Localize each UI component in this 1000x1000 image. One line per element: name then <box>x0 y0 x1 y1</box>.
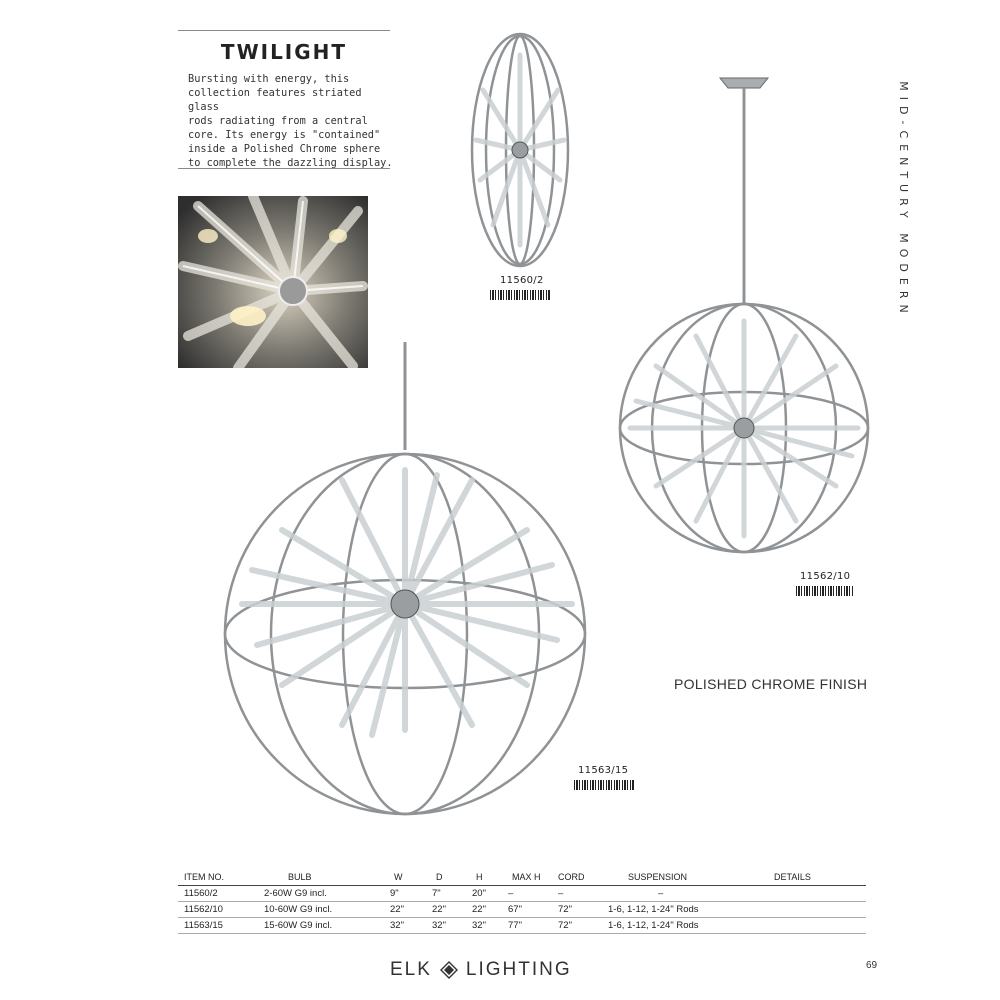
brand-logo: ELK LIGHTING <box>390 958 630 982</box>
table-cell: 9" <box>390 888 399 899</box>
barcode-icon <box>796 586 854 596</box>
table-cell: 72" <box>558 904 572 915</box>
barcode-icon <box>574 780 634 790</box>
collection-title: TWILIGHT <box>220 40 348 64</box>
sphere-chandelier-illustration <box>618 77 870 554</box>
table-cell: 77" <box>508 920 522 931</box>
top-rule <box>178 30 390 31</box>
table-header: CORD <box>558 872 585 882</box>
description-line: rods radiating from a central <box>188 115 368 127</box>
table-cell: 32" <box>432 920 446 931</box>
table-header: D <box>436 872 443 882</box>
table-cell: – <box>658 888 664 899</box>
description-line: collection features striated glass <box>188 87 362 113</box>
table-cell: 1-6, 1-12, 1-24" Rods <box>608 920 699 931</box>
table-cell: – <box>508 888 514 899</box>
table-header: H <box>476 872 483 882</box>
table-cell: 22" <box>472 904 486 915</box>
item-label-11560-2: 11560/2 <box>500 275 544 286</box>
description-line: to complete the dazzling display. <box>188 157 393 169</box>
table-cell: 22" <box>432 904 446 915</box>
description-line: Bursting with energy, this <box>188 73 350 85</box>
sphere-chandelier-illustration <box>470 32 570 268</box>
item-label-11563-15: 11563/15 <box>578 765 629 776</box>
table-cell: 11560/2 <box>184 888 218 899</box>
table-cell: 32" <box>390 920 404 931</box>
spec-table: ITEM NO. BULB W D H MAX H CORD SUSPENSIO… <box>178 870 866 934</box>
table-row: 11560/2 2-60W G9 incl. 9" 7" 20" – – – <box>178 886 866 902</box>
table-header: MAX H <box>512 872 541 882</box>
table-header: ITEM NO. <box>184 872 224 882</box>
table-cell: 2-60W G9 incl. <box>264 888 327 899</box>
table-row: 11562/10 10-60W G9 incl. 22" 22" 22" 67"… <box>178 902 866 918</box>
table-cell: 15-60W G9 incl. <box>264 920 333 931</box>
table-row: 11563/15 15-60W G9 incl. 32" 32" 32" 77"… <box>178 918 866 934</box>
style-category-label: MID-CENTURY MODERN <box>897 81 910 319</box>
table-cell: 67" <box>508 904 522 915</box>
table-cell: 11562/10 <box>184 904 223 915</box>
table-cell: 20" <box>472 888 486 899</box>
item-label-11562-10: 11562/10 <box>800 571 851 582</box>
table-header: DETAILS <box>774 872 811 882</box>
brand-right: LIGHTING <box>465 959 572 980</box>
table-header: BULB <box>288 872 312 882</box>
collection-description: Bursting with energy, this collection fe… <box>188 72 393 170</box>
brand-left: ELK <box>390 959 432 980</box>
sphere-chandelier-illustration <box>223 342 587 816</box>
fixture-11560-2 <box>468 30 572 270</box>
bottom-rule <box>178 168 390 169</box>
table-cell: 10-60W G9 incl. <box>264 904 333 915</box>
table-cell: 72" <box>558 920 572 931</box>
table-header-row: ITEM NO. BULB W D H MAX H CORD SUSPENSIO… <box>178 870 866 886</box>
diamond-logo-icon <box>439 961 458 979</box>
table-cell: 11563/15 <box>184 920 223 931</box>
table-cell: – <box>558 888 564 899</box>
glass-rod-closeup-photo <box>178 196 368 368</box>
table-cell: 32" <box>472 920 486 931</box>
description-line: inside a Polished Chrome sphere <box>188 143 381 155</box>
fixture-11563-15 <box>222 340 594 826</box>
barcode-icon <box>490 290 550 300</box>
table-cell: 7" <box>432 888 441 899</box>
page-number: 69 <box>866 960 878 971</box>
table-header: W <box>394 872 403 882</box>
table-header: SUSPENSION <box>628 872 688 882</box>
fixture-11562-10 <box>616 66 872 580</box>
description-line: core. Its energy is "contained" <box>188 129 381 141</box>
table-cell: 1-6, 1-12, 1-24" Rods <box>608 904 699 915</box>
table-cell: 22" <box>390 904 404 915</box>
finish-label: POLISHED CHROME FINISH <box>674 676 868 692</box>
